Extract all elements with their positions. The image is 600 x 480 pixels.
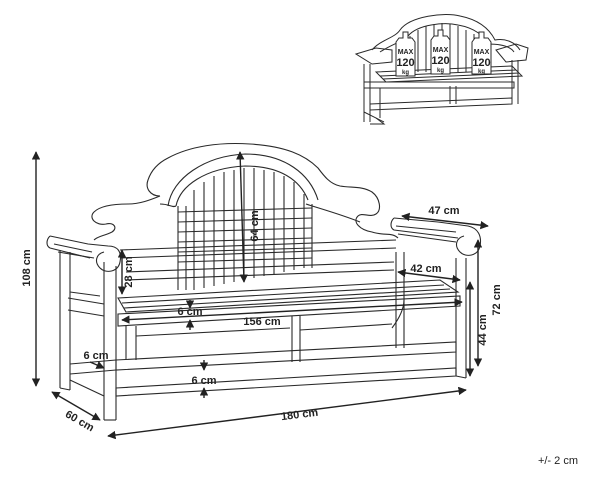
dimension-seat-gap: 6 cm xyxy=(177,306,202,318)
thumbnail-bench xyxy=(354,14,529,125)
dimension-back-height: 64 cm xyxy=(249,210,261,241)
main-bench xyxy=(46,142,482,421)
badge-unit-label: kg xyxy=(402,70,409,76)
dimension-backrest-lower: 28 cm xyxy=(123,256,135,287)
dimension-depth: 60 cm xyxy=(63,408,96,434)
weight-badge-3: MAX 120 kg xyxy=(471,31,492,75)
dimension-leg-width: 6 cm xyxy=(83,350,108,362)
dimension-lines xyxy=(31,151,489,440)
dimension-seat-width: 156 cm xyxy=(243,316,281,328)
badge-unit-label: kg xyxy=(478,69,485,75)
dimension-seat-height: 44 cm xyxy=(477,314,489,345)
badge-max-label: MAX xyxy=(433,47,449,54)
badge-unit-label: kg xyxy=(437,68,444,74)
weight-badge-2: MAX 120 kg xyxy=(430,29,451,75)
badge-weight-value: 120 xyxy=(431,55,449,67)
badge-weight-value: 120 xyxy=(472,57,490,69)
dimension-stretcher-gap: 6 cm xyxy=(191,375,216,387)
dimension-total-height: 108 cm xyxy=(21,249,33,287)
badge-weight-value: 120 xyxy=(396,57,414,69)
dimension-arm-depth: 42 cm xyxy=(410,263,441,275)
dimension-total-width: 180 cm xyxy=(280,407,319,423)
badge-max-label: MAX xyxy=(474,49,490,56)
badge-max-label: MAX xyxy=(398,49,414,56)
weight-badge-1: MAX 120 kg xyxy=(395,31,416,77)
dimension-armrest-height: 72 cm xyxy=(491,284,503,315)
tolerance-note: +/- 2 cm xyxy=(538,455,578,467)
dimension-arm-width: 47 cm xyxy=(428,205,459,217)
